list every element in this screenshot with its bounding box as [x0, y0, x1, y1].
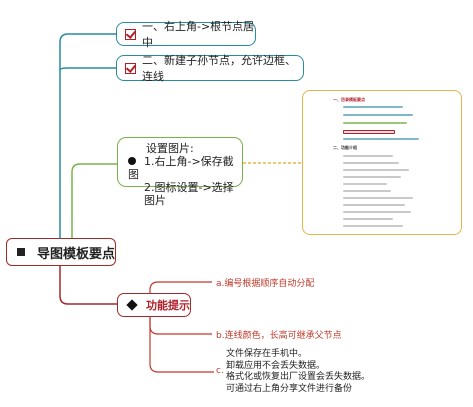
- diamond-bullet-icon: [126, 299, 138, 311]
- settings-image-node[interactable]: 设置图片: 1.右上角->保存截图 2.图标设置->选择图片: [117, 137, 243, 207]
- checkbox-checked-icon: [125, 62, 136, 74]
- root-title: 导图模板要点: [37, 246, 116, 262]
- checkbox-checked-icon: [125, 28, 136, 40]
- tip-c-line-1: 文件保存在手机中。: [226, 349, 308, 359]
- link-function-a: [149, 281, 212, 318]
- link-function-c: [149, 318, 214, 373]
- tip-c-line-3: 格式化或恢复出厂设置会丢失数据。: [226, 372, 371, 382]
- settings-title: 设置图片:: [146, 142, 194, 155]
- link-root-settings: [71, 163, 117, 240]
- bullet-dot-icon: [128, 157, 136, 165]
- tip-c-line-4: 可通过右上角分享文件进行备份: [226, 383, 353, 394]
- branch-2-label: 二、新建子孙节点，允许边框、连线: [142, 54, 296, 83]
- link-function-b: [149, 318, 212, 335]
- thumbnail-title: 一、目录模板要点: [333, 97, 365, 102]
- mindmap-thumbnail-image: 一、目录模板要点 二、功能介绍: [302, 90, 462, 235]
- tip-a: a.编号根据顺序自动分配: [216, 279, 315, 289]
- branch-node-2[interactable]: 二、新建子孙节点，允许边框、连线: [116, 54, 304, 83]
- function-title: 功能提示: [146, 299, 190, 312]
- thumbnail-section-2: 二、功能介绍: [333, 145, 357, 150]
- tip-c-lines: 文件保存在手机中。 卸载应用不会丢失数据。 格式化或恢复出厂设置会丢失数据。 可…: [226, 349, 370, 395]
- function-tips-node[interactable]: 功能提示: [117, 293, 191, 317]
- tip-c-line-2: 卸载应用不会丢失数据。: [226, 360, 326, 371]
- square-bullet-icon: [17, 248, 25, 256]
- link-root-branch2: [59, 67, 116, 71]
- settings-line-1: 1.右上角->保存截图: [128, 155, 234, 181]
- branch-node-1[interactable]: 一、右上角->根节点居中: [116, 20, 256, 49]
- link-root-function: [59, 265, 117, 305]
- tip-b: b.连线颜色，长高可继承父节点: [216, 331, 342, 341]
- settings-line-2: 2.图标设置->选择图片: [144, 181, 234, 207]
- link-root-branch1: [59, 33, 116, 240]
- tip-c-prefix: c.: [216, 366, 224, 376]
- branch-1-label: 一、右上角->根节点居中: [142, 20, 255, 49]
- root-topic[interactable]: 导图模板要点: [6, 238, 116, 266]
